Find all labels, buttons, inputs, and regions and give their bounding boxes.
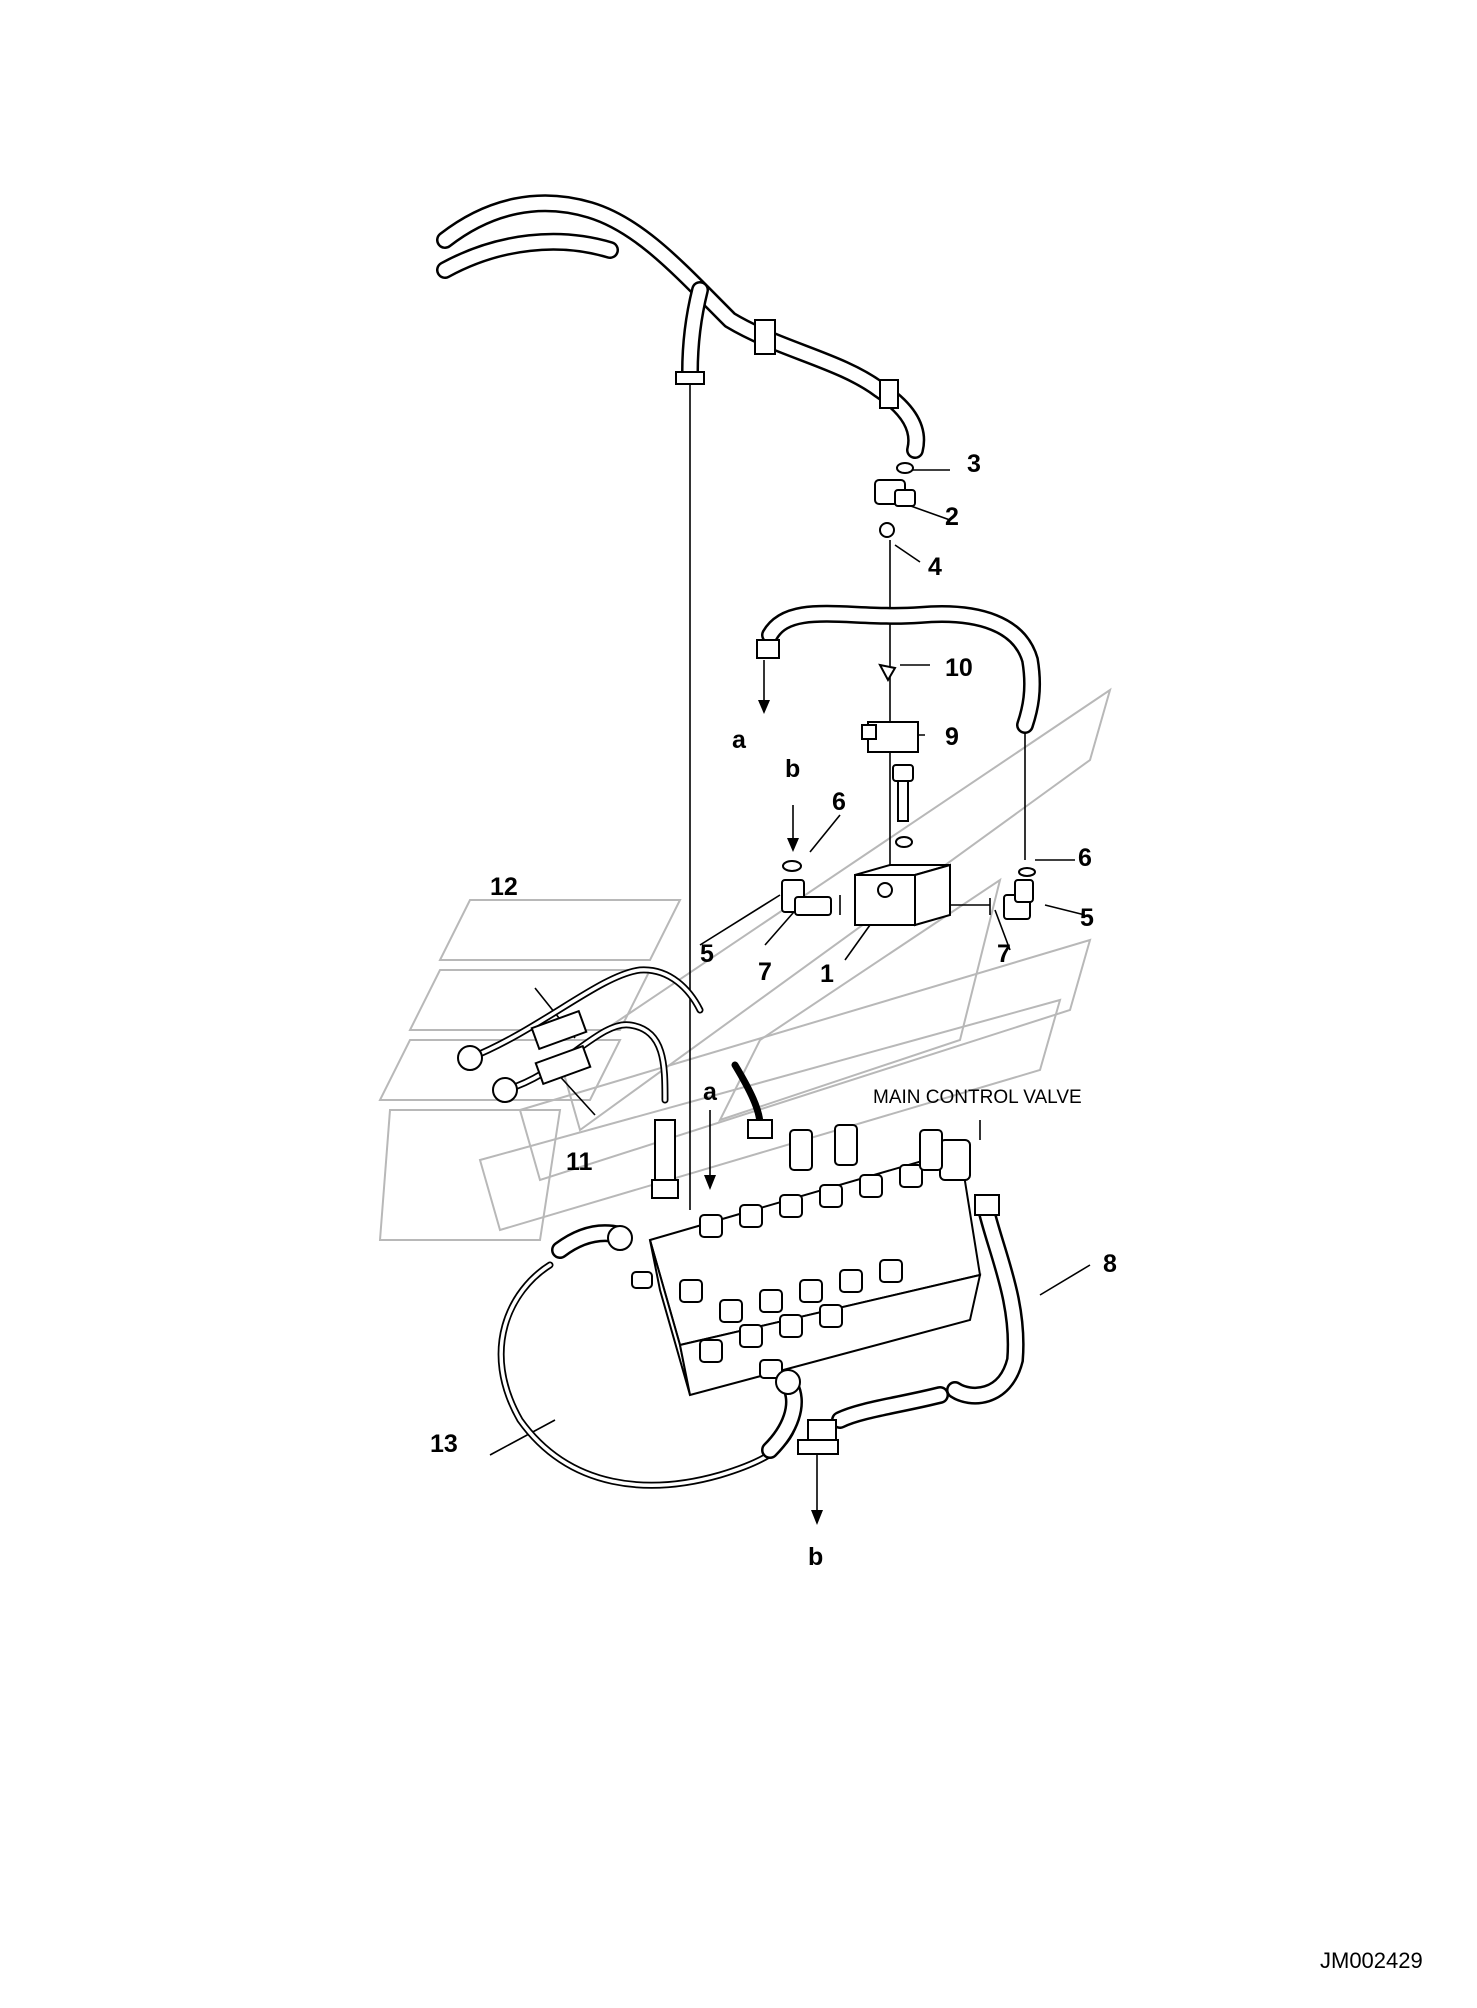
callout-6-left: 6 bbox=[832, 788, 846, 816]
o-ring-6-right bbox=[1018, 867, 1036, 877]
connection-mark-a-top: a bbox=[732, 726, 747, 754]
callout-7-right: 7 bbox=[997, 940, 1011, 968]
bracket-9 bbox=[861, 721, 919, 753]
callout-5-left: 5 bbox=[700, 940, 714, 968]
connection-mark-b-top: b bbox=[785, 755, 800, 783]
drawing-code: JM002429 bbox=[1320, 1948, 1423, 1973]
hose-11 bbox=[492, 1021, 679, 1199]
bolt-and-washer bbox=[892, 764, 914, 848]
callout-1: 1 bbox=[820, 960, 834, 988]
hose-end-fitting bbox=[675, 371, 705, 385]
hose-8 bbox=[797, 1194, 1025, 1455]
flow-arrow-icon-b-bottom bbox=[811, 1455, 823, 1525]
callout-2: 2 bbox=[945, 503, 959, 531]
elbow-5-right bbox=[1003, 879, 1034, 920]
callout-7-left: 7 bbox=[758, 958, 772, 986]
connection-mark-b-bottom: b bbox=[808, 1543, 823, 1571]
upper-hose bbox=[436, 194, 926, 459]
callout-10: 10 bbox=[945, 654, 973, 682]
elbow-fitting-2 bbox=[874, 479, 916, 507]
callout-13: 13 bbox=[430, 1430, 458, 1458]
flow-arrow-icon-b-top bbox=[787, 805, 799, 852]
callout-9: 9 bbox=[945, 723, 959, 751]
bolt-10 bbox=[878, 663, 897, 683]
o-ring-3 bbox=[896, 462, 914, 474]
connection-mark-a-bottom: a bbox=[703, 1078, 718, 1106]
hose-to-valve bbox=[731, 1061, 773, 1139]
elbow-5-left bbox=[781, 879, 832, 916]
callout-4: 4 bbox=[928, 553, 942, 581]
hose-13 bbox=[497, 1224, 803, 1489]
flow-arrow-icon-a-top bbox=[758, 660, 770, 714]
o-ring-4 bbox=[879, 522, 895, 538]
main-control-valve-label: MAIN CONTROL VALVE bbox=[873, 1087, 1082, 1108]
callout-3: 3 bbox=[967, 450, 981, 478]
hose-12 bbox=[457, 966, 704, 1071]
middle-hose bbox=[756, 604, 1042, 734]
callout-12: 12 bbox=[490, 873, 518, 901]
o-ring-6-left bbox=[782, 860, 802, 872]
callout-11: 11 bbox=[566, 1148, 593, 1176]
callout-6-right: 6 bbox=[1078, 844, 1092, 872]
flow-arrow-icon-a-bottom bbox=[704, 1110, 716, 1190]
callout-5-right: 5 bbox=[1080, 904, 1094, 932]
callout-8: 8 bbox=[1103, 1250, 1117, 1278]
block-1 bbox=[854, 863, 951, 927]
main-control-valve bbox=[631, 1124, 982, 1397]
